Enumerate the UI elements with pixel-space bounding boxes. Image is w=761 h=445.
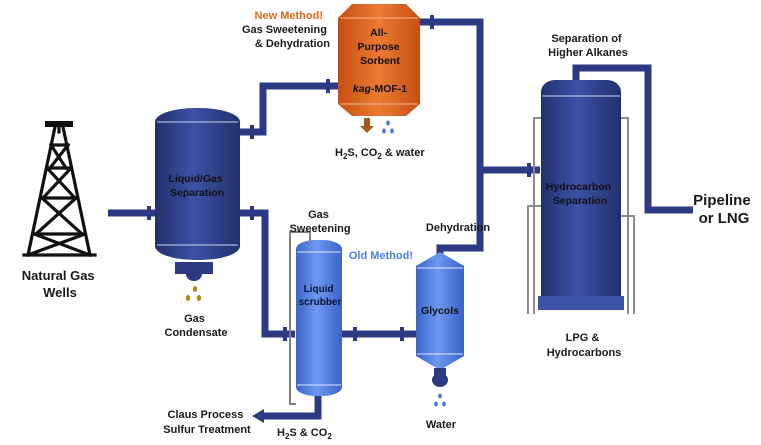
pipe-glycols-to-junction [436, 170, 484, 258]
new-method-label: New Method! [255, 10, 323, 22]
droplet-icon [185, 295, 191, 301]
pipe-scrubber-outlet [262, 396, 322, 420]
arrow-down-icon [360, 118, 374, 133]
droplet-icon [434, 401, 438, 407]
glycols-vessel [416, 252, 464, 387]
droplet-icon [196, 295, 202, 301]
pipeline-lng-label: Pipeline or LNG [693, 192, 755, 227]
droplet-icon [382, 128, 386, 134]
liquid-gas-separator [155, 108, 240, 281]
oil-derrick-icon [22, 121, 97, 258]
h2s-co2-water-label: H2S, CO2 & water [335, 147, 425, 161]
droplet-icon [438, 393, 442, 399]
gas-condensate-label: Gas Condensate [165, 313, 228, 339]
dehydration-label: Dehydration [426, 222, 490, 234]
glycols-label: Glycols [421, 305, 459, 317]
liquid-scrubber [289, 231, 342, 405]
sorbent-label: All- Purpose Sorbent [358, 27, 403, 67]
sorbent-vessel [338, 4, 420, 116]
separation-higher-alkanes-label: Separation of Higher Alkanes [548, 33, 628, 59]
natural-gas-wells-label: Natural Gas Wells [22, 268, 99, 300]
old-method-label: Old Method! [349, 250, 413, 262]
pipe-flanges [147, 15, 531, 341]
mof-label: kag-MOF-1 [353, 83, 407, 95]
condensate-droplets [185, 286, 202, 301]
pipe-separator-to-sorbent [240, 82, 338, 136]
claus-process-label: Claus Process Sulfur Treatment [163, 409, 251, 436]
pipe-separator-to-scrubber [240, 209, 295, 338]
hydrocarbon-tower [527, 80, 635, 314]
droplet-icon [390, 128, 394, 134]
liquid-scrubber-label: Liquid scrubber [299, 284, 342, 308]
pipe-hydrocarbon-to-pipeline [572, 64, 693, 214]
gas-sweetening-label: Gas Sweetening [289, 209, 350, 235]
droplet-icon [386, 120, 390, 126]
hydrocarbon-separation-label: Hydrocarbon Separation [546, 181, 614, 207]
droplet-icon [192, 286, 198, 292]
droplet-icon [442, 401, 446, 407]
sorbent-water-droplets [382, 120, 394, 134]
liquid-gas-separation-label: Liquid/Gas Separation [168, 173, 225, 199]
water-label: Water [426, 419, 457, 431]
h2s-co2-label: H2S & CO2 [277, 427, 332, 440]
glycol-water-droplets [434, 393, 446, 407]
pipe-sorbent-to-hydrocarbon [420, 18, 540, 174]
gas-sweetening-dehydration-label: Gas Sweetening & Dehydration [242, 24, 330, 50]
arrow-left-icon [252, 409, 264, 423]
lpg-hydrocarbons-label: LPG & Hydrocarbons [547, 332, 622, 359]
